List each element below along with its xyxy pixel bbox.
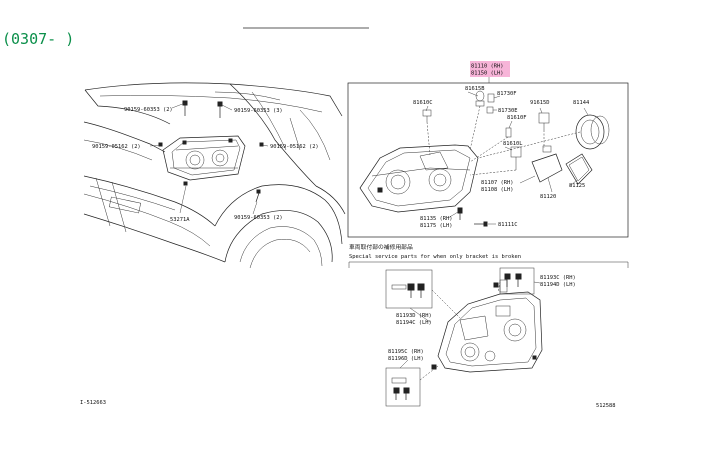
label-81730e: 81730E bbox=[498, 108, 517, 114]
car-bolts bbox=[158, 100, 264, 203]
service-section-header: 車両取付部の補修用部品 Special service parts for wh… bbox=[348, 243, 629, 268]
label-81144: 81144 bbox=[573, 100, 589, 106]
label-bolt-top-left: 90159-60353 (2) bbox=[124, 107, 173, 113]
label-81193c: 81193C (RH) bbox=[540, 275, 576, 281]
label-81730f: 81730F bbox=[497, 91, 516, 97]
fig-code-right: 512588 bbox=[596, 403, 615, 409]
label-81610l: 81610L bbox=[503, 141, 522, 147]
assembly-leader-lines bbox=[425, 91, 589, 225]
label-bolt-left: 90159-05162 (2) bbox=[92, 144, 141, 150]
label-81194d: 81194D (LH) bbox=[540, 282, 576, 288]
label-81125: 81125 bbox=[569, 183, 585, 189]
service-labels: 81193C (RH) 81194D (LH) 81193D (RH) 8119… bbox=[388, 275, 615, 409]
headlamp-on-car bbox=[162, 135, 246, 186]
car-front-view bbox=[83, 82, 346, 269]
service-kits bbox=[385, 267, 535, 407]
assembly-components bbox=[422, 90, 610, 227]
service-title-jp: 車両取付部の補修用部品 bbox=[349, 243, 413, 251]
assembly-dashed-lines bbox=[426, 105, 581, 176]
label-81120: 81120 bbox=[540, 194, 556, 200]
label-81193d: 81193D (RH) bbox=[396, 313, 432, 319]
label-81194c: 81194C (LH) bbox=[396, 320, 432, 326]
fig-code-left: I-512663 bbox=[80, 400, 106, 406]
service-lines bbox=[399, 281, 541, 381]
label-91615d: 91615D bbox=[530, 100, 549, 106]
label-81111c: 81111C bbox=[498, 222, 517, 228]
label-81610c: 81610C bbox=[413, 100, 432, 106]
label-81615b: 81615B bbox=[465, 86, 484, 92]
assembly-frame bbox=[347, 82, 629, 238]
label-bolt-right: 90159-05162 (2) bbox=[270, 144, 319, 150]
service-title-en: Special service parts for when only brac… bbox=[349, 254, 521, 260]
car-leader-lines bbox=[149, 102, 269, 215]
main-part-number: 81110 (RH) 81150 (LH) bbox=[470, 61, 510, 83]
headlamp-assembly bbox=[359, 144, 479, 220]
label-81110: 81110 (RH) bbox=[471, 64, 503, 70]
label-81195c: 81195C (RH) bbox=[388, 349, 424, 355]
label-81135: 81135 (RH) bbox=[420, 216, 452, 222]
lamp-rear-view bbox=[431, 279, 543, 373]
label-81610f: 81610F bbox=[507, 115, 526, 121]
label-81107: 81107 (RH) bbox=[481, 180, 513, 186]
label-bracket: 53271A bbox=[170, 217, 190, 223]
label-81108: 81108 (LH) bbox=[481, 187, 513, 193]
car-labels: 90159-60353 (2) 90159-60353 (3) 90159-05… bbox=[80, 107, 319, 406]
kit-box-right bbox=[499, 267, 535, 295]
assembly-labels: 81615B 81730F 81610C 81730E 81610F 91615… bbox=[413, 86, 589, 229]
label-81196d: 81196D (LH) bbox=[388, 356, 424, 362]
label-81175: 81175 (LH) bbox=[420, 223, 452, 229]
label-81150: 81150 (LH) bbox=[471, 71, 503, 77]
label-bolt-bottom: 90159-60353 (2) bbox=[234, 215, 283, 221]
kit-box-lower bbox=[385, 367, 421, 407]
main-part-highlight bbox=[470, 61, 510, 77]
kit-box-upper bbox=[385, 269, 433, 309]
date-range-label: (0307- ) bbox=[2, 30, 74, 48]
label-bolt-top-right: 90159-60353 (3) bbox=[234, 108, 283, 114]
